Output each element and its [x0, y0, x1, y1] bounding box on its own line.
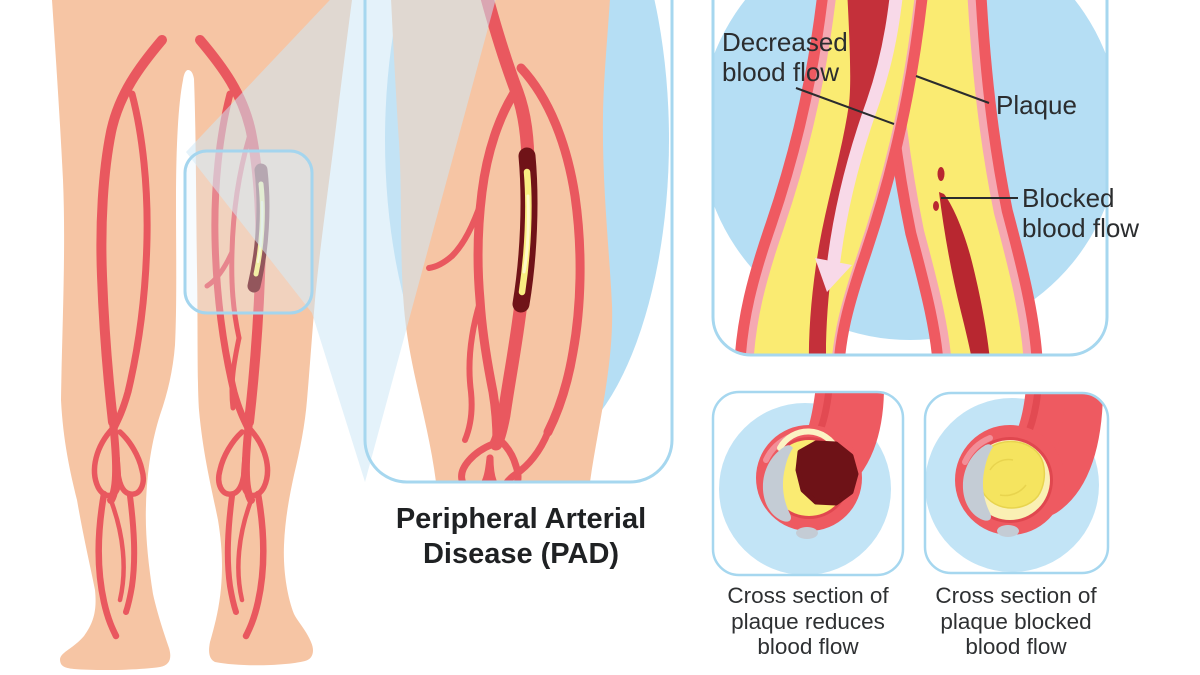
- zoom-highlight-box: [183, 149, 314, 315]
- plaque-label: Plaque: [996, 90, 1077, 120]
- wall-highlight: [962, 435, 993, 465]
- blocked-blood-flow-label: Blocked blood flow: [1022, 183, 1140, 243]
- cs-panel-border: [923, 391, 1110, 575]
- blood-fragment: [937, 167, 945, 181]
- cross-section-blocked-caption: Cross section of plaque blocked blood fl…: [935, 583, 1097, 659]
- narrowed-lumen: [795, 440, 859, 506]
- fatty-deposit-small: [997, 525, 1019, 537]
- decreased-blood-flow-label: Decreased blood flow: [722, 27, 848, 87]
- leader-line-decreased: [795, 87, 895, 125]
- zoomed-artery-blockage: [512, 147, 538, 313]
- fatty-deposit-small: [796, 527, 818, 539]
- blood-flow-arrow-icon: [815, 0, 909, 292]
- cross-section-blocked: [923, 391, 1110, 575]
- leader-lines: [795, 75, 1018, 199]
- diagram-title: Peripheral Arterial Disease (PAD): [395, 503, 647, 570]
- cross-section-reduced-caption: Cross section of plaque reduces blood fl…: [727, 583, 889, 659]
- blocked-branch-blood-streak: [939, 192, 991, 355]
- magnification-fan: [186, 0, 496, 482]
- fatty-deposit: [762, 445, 793, 522]
- blood-fragment: [933, 201, 939, 211]
- artery-branch-diagram: [711, 0, 1109, 357]
- plaque-texture: [989, 458, 1027, 497]
- cross-section-reduced: [711, 390, 905, 577]
- diagram-panel-border: [711, 0, 1109, 357]
- leader-line-plaque: [915, 75, 990, 104]
- cs-panel-border: [711, 390, 905, 577]
- fatty-deposit: [962, 444, 993, 521]
- zoomed-panel-border: [363, 0, 674, 484]
